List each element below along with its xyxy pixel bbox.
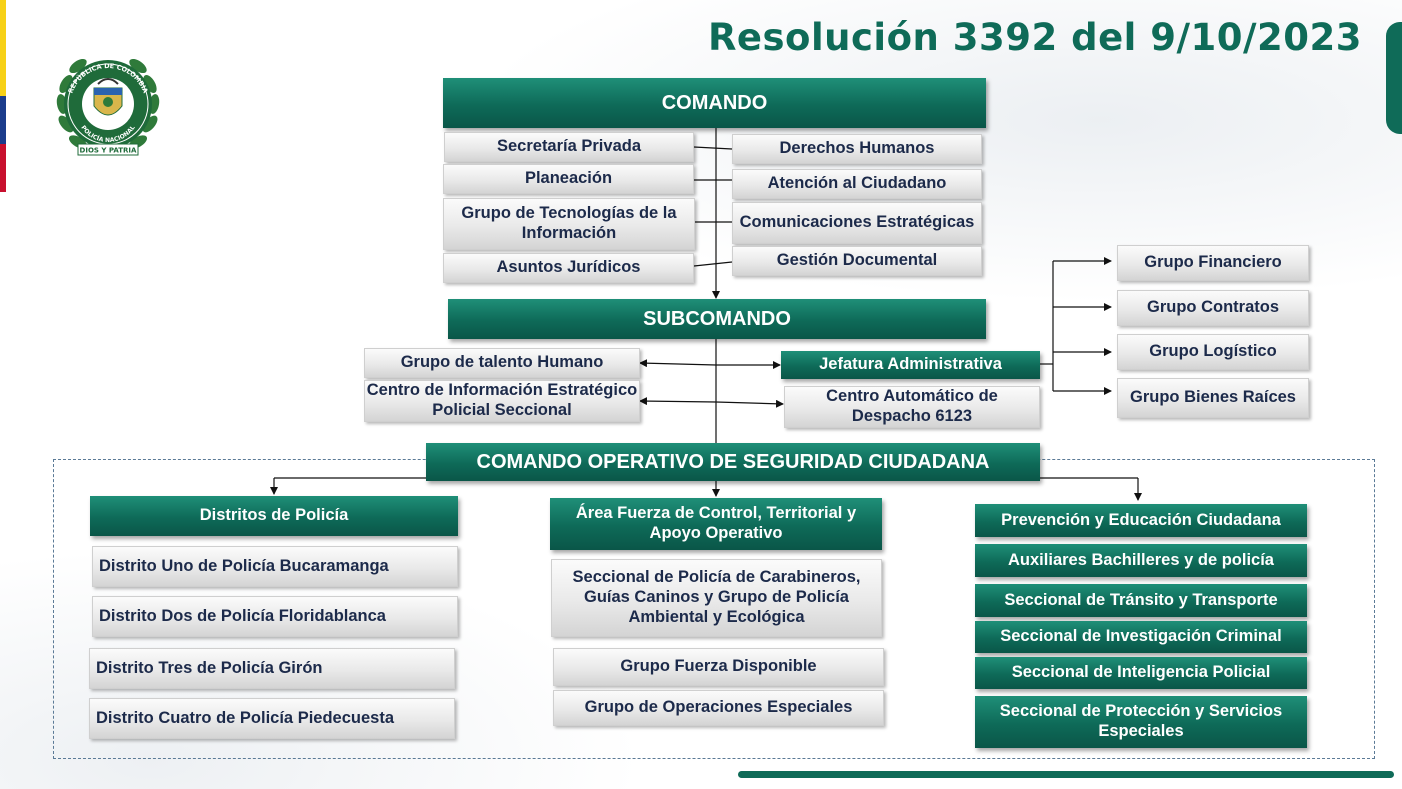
page-title: Resolución 3392 del 9/10/2023	[707, 16, 1362, 59]
distrito-uno: Distrito Uno de Policía Bucaramanga	[92, 546, 458, 587]
unit-grupo-financiero: Grupo Financiero	[1117, 245, 1309, 281]
unit-operaciones-especiales: Grupo de Operaciones Especiales	[553, 690, 884, 726]
svg-text:DIOS Y PATRIA: DIOS Y PATRIA	[80, 147, 137, 155]
unit-grupo-bienes-raices: Grupo Bienes Raíces	[1117, 378, 1309, 418]
unit-proteccion-servicios: Seccional de Protección y Servicios Espe…	[975, 696, 1307, 748]
unit-secretaria-privada: Secretaría Privada	[444, 132, 694, 162]
unit-prevencion-educacion: Prevención y Educación Ciudadana	[975, 504, 1307, 537]
distrito-cuatro: Distrito Cuatro de Policía Piedecuesta	[89, 698, 455, 739]
unit-talento-humano: Grupo de talento Humano	[364, 348, 640, 378]
jefatura-administrativa-box: Jefatura Administrativa	[781, 351, 1040, 379]
unit-centro-informacion: Centro de Información Estratégico Polici…	[364, 380, 640, 422]
decorative-tab	[1386, 22, 1402, 134]
unit-inteligencia-policial: Seccional de Inteligencia Policial	[975, 657, 1307, 689]
police-seal-logo: REPÚBLICA DE COLOMBIA POLICÍA NACIONAL D…	[56, 58, 160, 156]
comando-operativo-box: COMANDO OPERATIVO DE SEGURIDAD CIUDADANA	[426, 443, 1040, 481]
decorative-bottom-bar	[738, 771, 1394, 778]
unit-fuerza-disponible: Grupo Fuerza Disponible	[553, 648, 884, 686]
unit-auxiliares-bachilleres: Auxiliares Bachilleres y de policía	[975, 544, 1307, 577]
subcomando-box: SUBCOMANDO	[448, 299, 986, 339]
unit-investigacion-criminal: Seccional de Investigación Criminal	[975, 621, 1307, 653]
unit-seccional-carabineros: Seccional de Policía de Carabineros, Guí…	[551, 559, 882, 637]
unit-comunicaciones: Comunicaciones Estratégicas	[732, 202, 982, 244]
unit-centro-despacho: Centro Automático de Despacho 6123	[784, 386, 1040, 428]
unit-transito-transporte: Seccional de Tránsito y Transporte	[975, 584, 1307, 617]
unit-grupo-contratos: Grupo Contratos	[1117, 290, 1309, 326]
comando-box: COMANDO	[443, 78, 986, 128]
unit-asuntos-juridicos: Asuntos Jurídicos	[443, 253, 694, 283]
unit-derechos-humanos: Derechos Humanos	[732, 134, 982, 164]
distritos-header: Distritos de Policía	[90, 496, 458, 536]
unit-grupo-logistico: Grupo Logístico	[1117, 334, 1309, 370]
colombia-flag-stripe	[0, 0, 6, 192]
unit-tecnologias: Grupo de Tecnologías de la Información	[443, 198, 695, 250]
unit-atencion-ciudadano: Atención al Ciudadano	[732, 169, 982, 199]
distrito-dos: Distrito Dos de Policía Floridablanca	[92, 596, 458, 637]
area-fuerza-header: Área Fuerza de Control, Territorial y Ap…	[550, 498, 882, 550]
distrito-tres: Distrito Tres de Policía Girón	[89, 648, 455, 689]
unit-gestion-documental: Gestión Documental	[732, 246, 982, 276]
unit-planeacion: Planeación	[443, 164, 694, 194]
